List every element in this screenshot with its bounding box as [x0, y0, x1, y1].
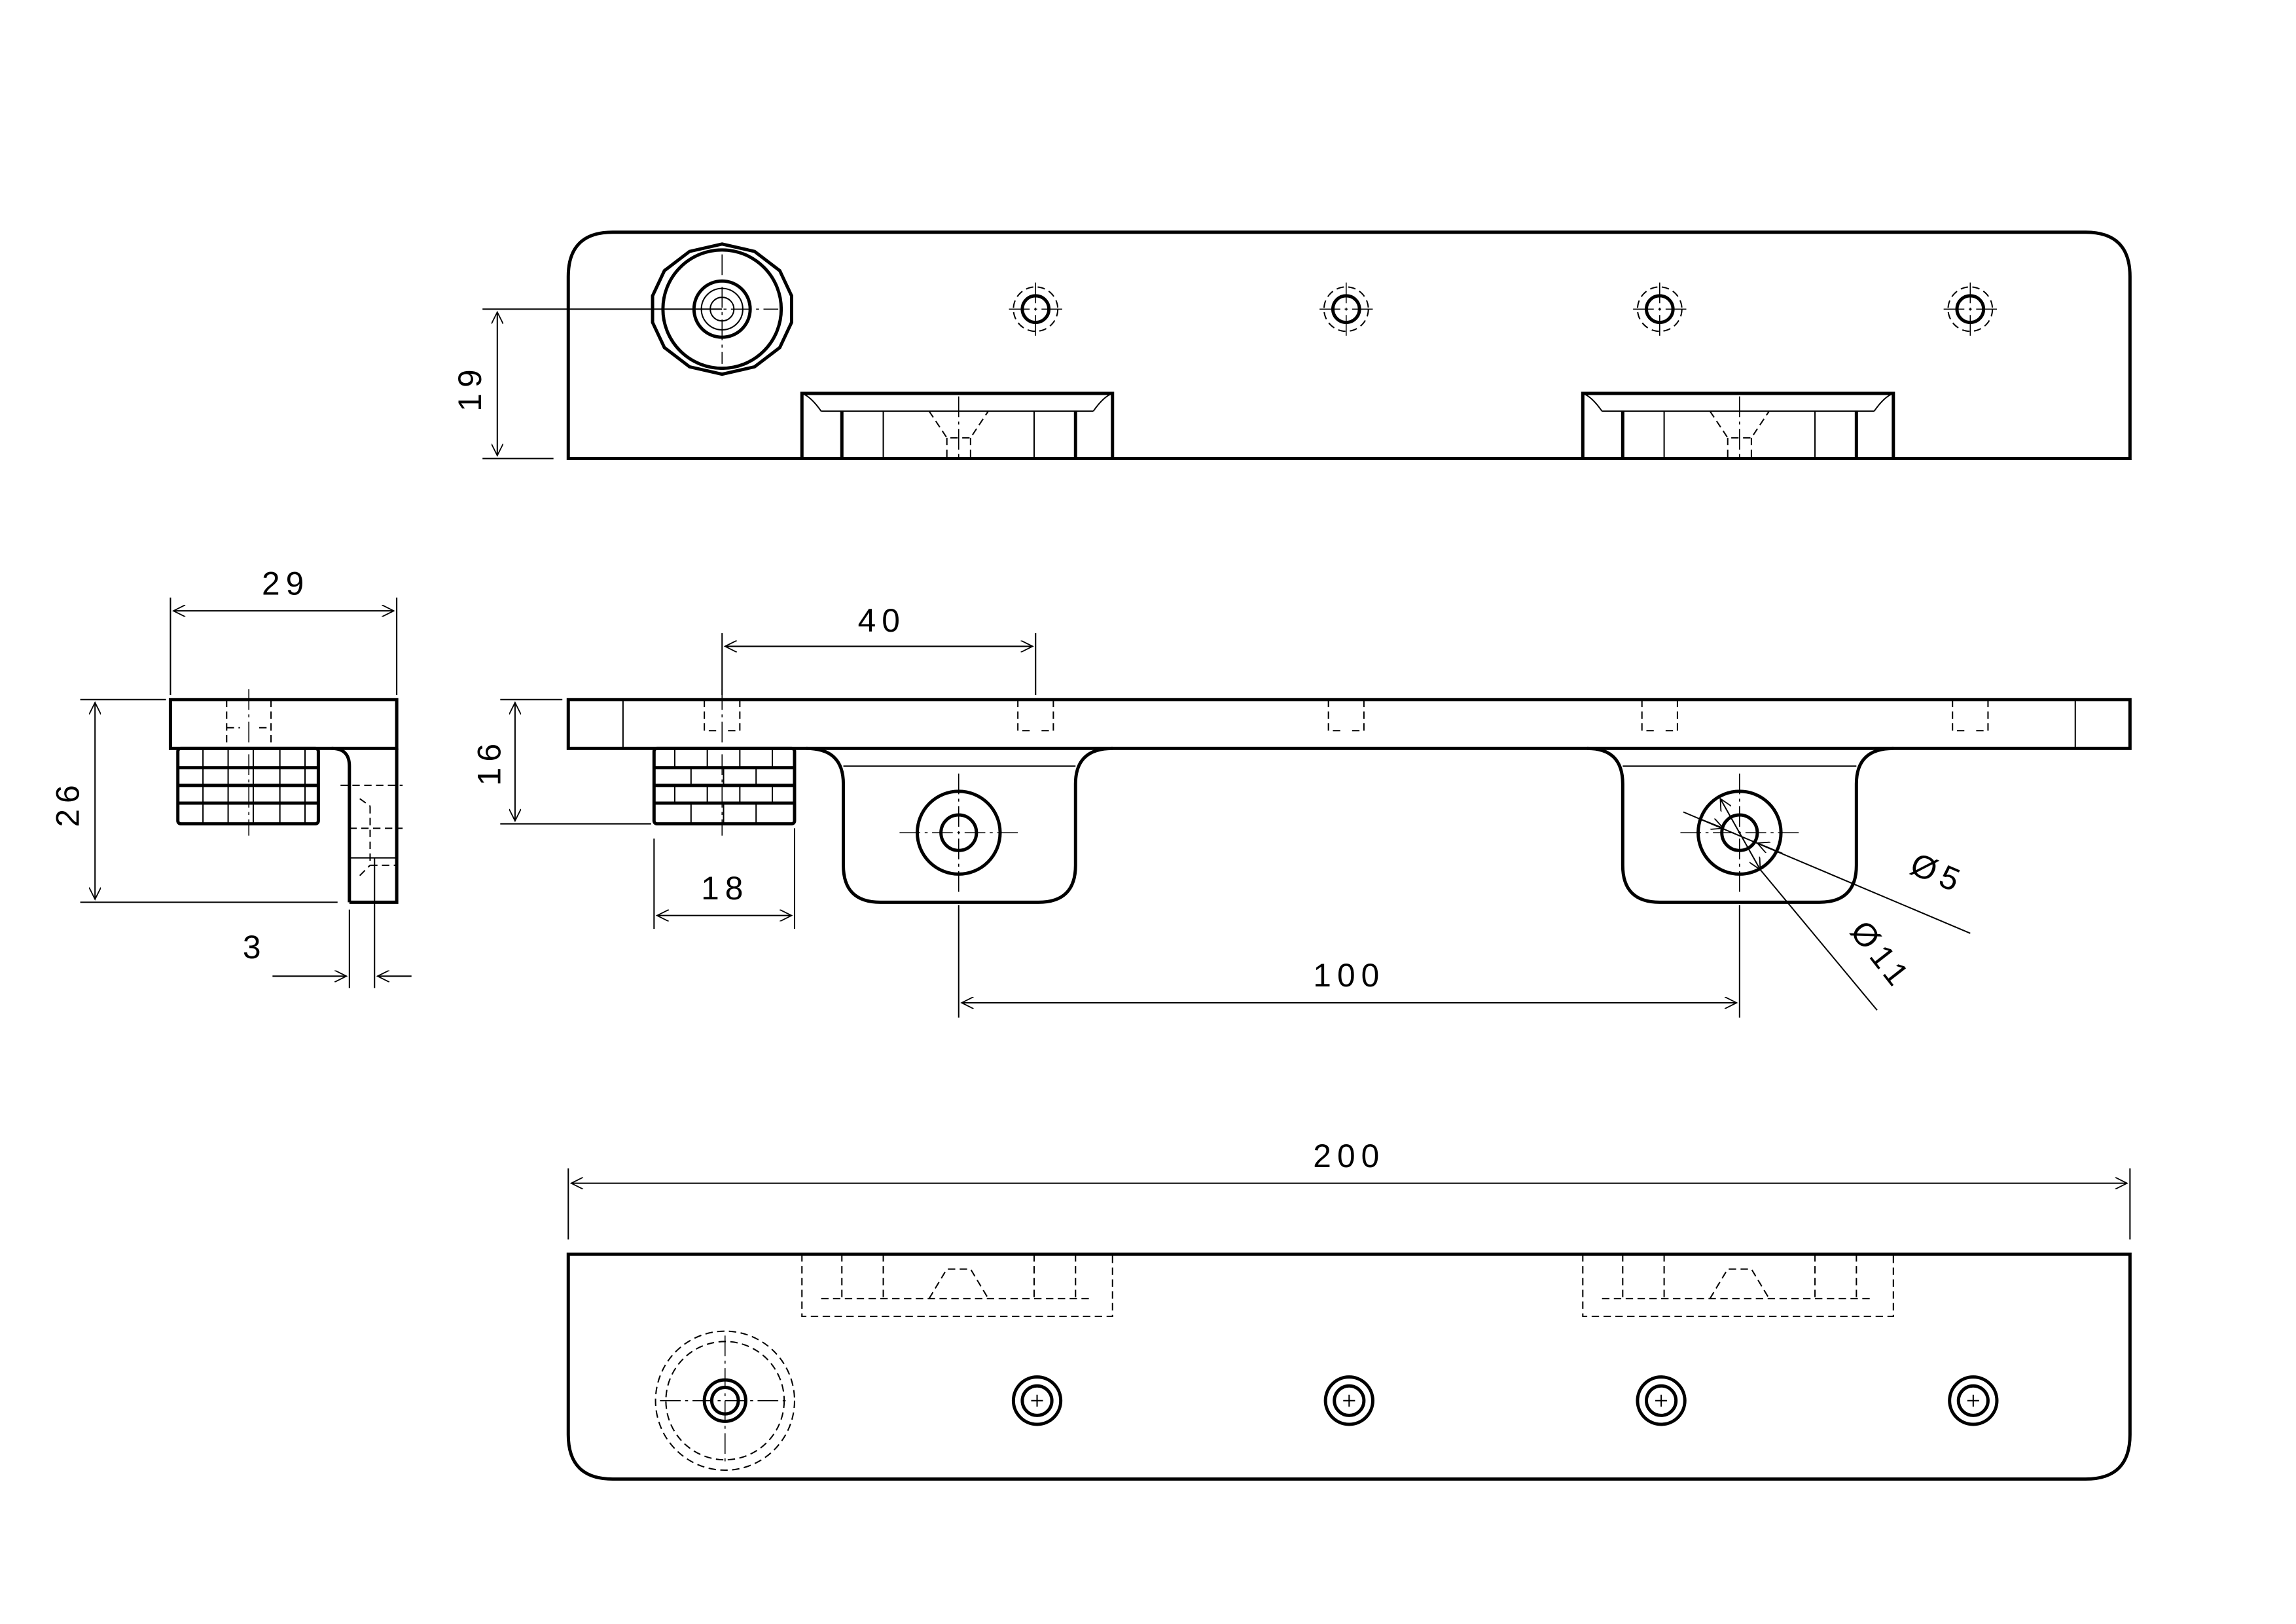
front-knob: [652, 689, 797, 836]
dimension-200: 200: [567, 1138, 2131, 1240]
dim-label-16: 16: [471, 738, 507, 785]
dimension-100: 100: [958, 905, 1740, 1018]
dimension-40: 40: [721, 602, 1037, 695]
dim-label-26: 26: [49, 779, 86, 827]
dimension-diameter-11: Ø11: [1720, 799, 1920, 1011]
knurled-knob-bottom: [655, 1330, 795, 1471]
dim-label-19: 19: [452, 363, 488, 411]
dimension-3: 3: [243, 929, 412, 976]
dim-label-18: 18: [701, 870, 749, 907]
top-holes: [1009, 282, 1997, 336]
top-view: 19: [452, 230, 2132, 461]
recess-left: [800, 391, 1115, 461]
dim-label-3: 3: [243, 929, 267, 965]
dimension-29: 29: [170, 565, 398, 695]
recess-right: [1581, 391, 1895, 461]
dimension-19: 19: [452, 308, 723, 460]
bottom-view: 200: [566, 1138, 2132, 1481]
mount-hole-left: [899, 773, 1018, 892]
dimension-16: 16: [471, 698, 651, 825]
dim-label-40: 40: [858, 602, 906, 639]
dim-label-100: 100: [1313, 957, 1385, 994]
dim-label-200: 200: [1313, 1138, 1385, 1174]
dim-label-29: 29: [262, 565, 310, 602]
dim-label-diameter-5: Ø5: [1905, 846, 1971, 901]
dimension-18: 18: [653, 828, 795, 929]
side-view: 29 26 3: [49, 565, 412, 988]
front-view: 40 16 18 100 Ø5 Ø11: [471, 602, 2132, 1018]
dimension-26: 26: [49, 698, 338, 903]
bottom-holes: [1011, 1375, 1999, 1426]
